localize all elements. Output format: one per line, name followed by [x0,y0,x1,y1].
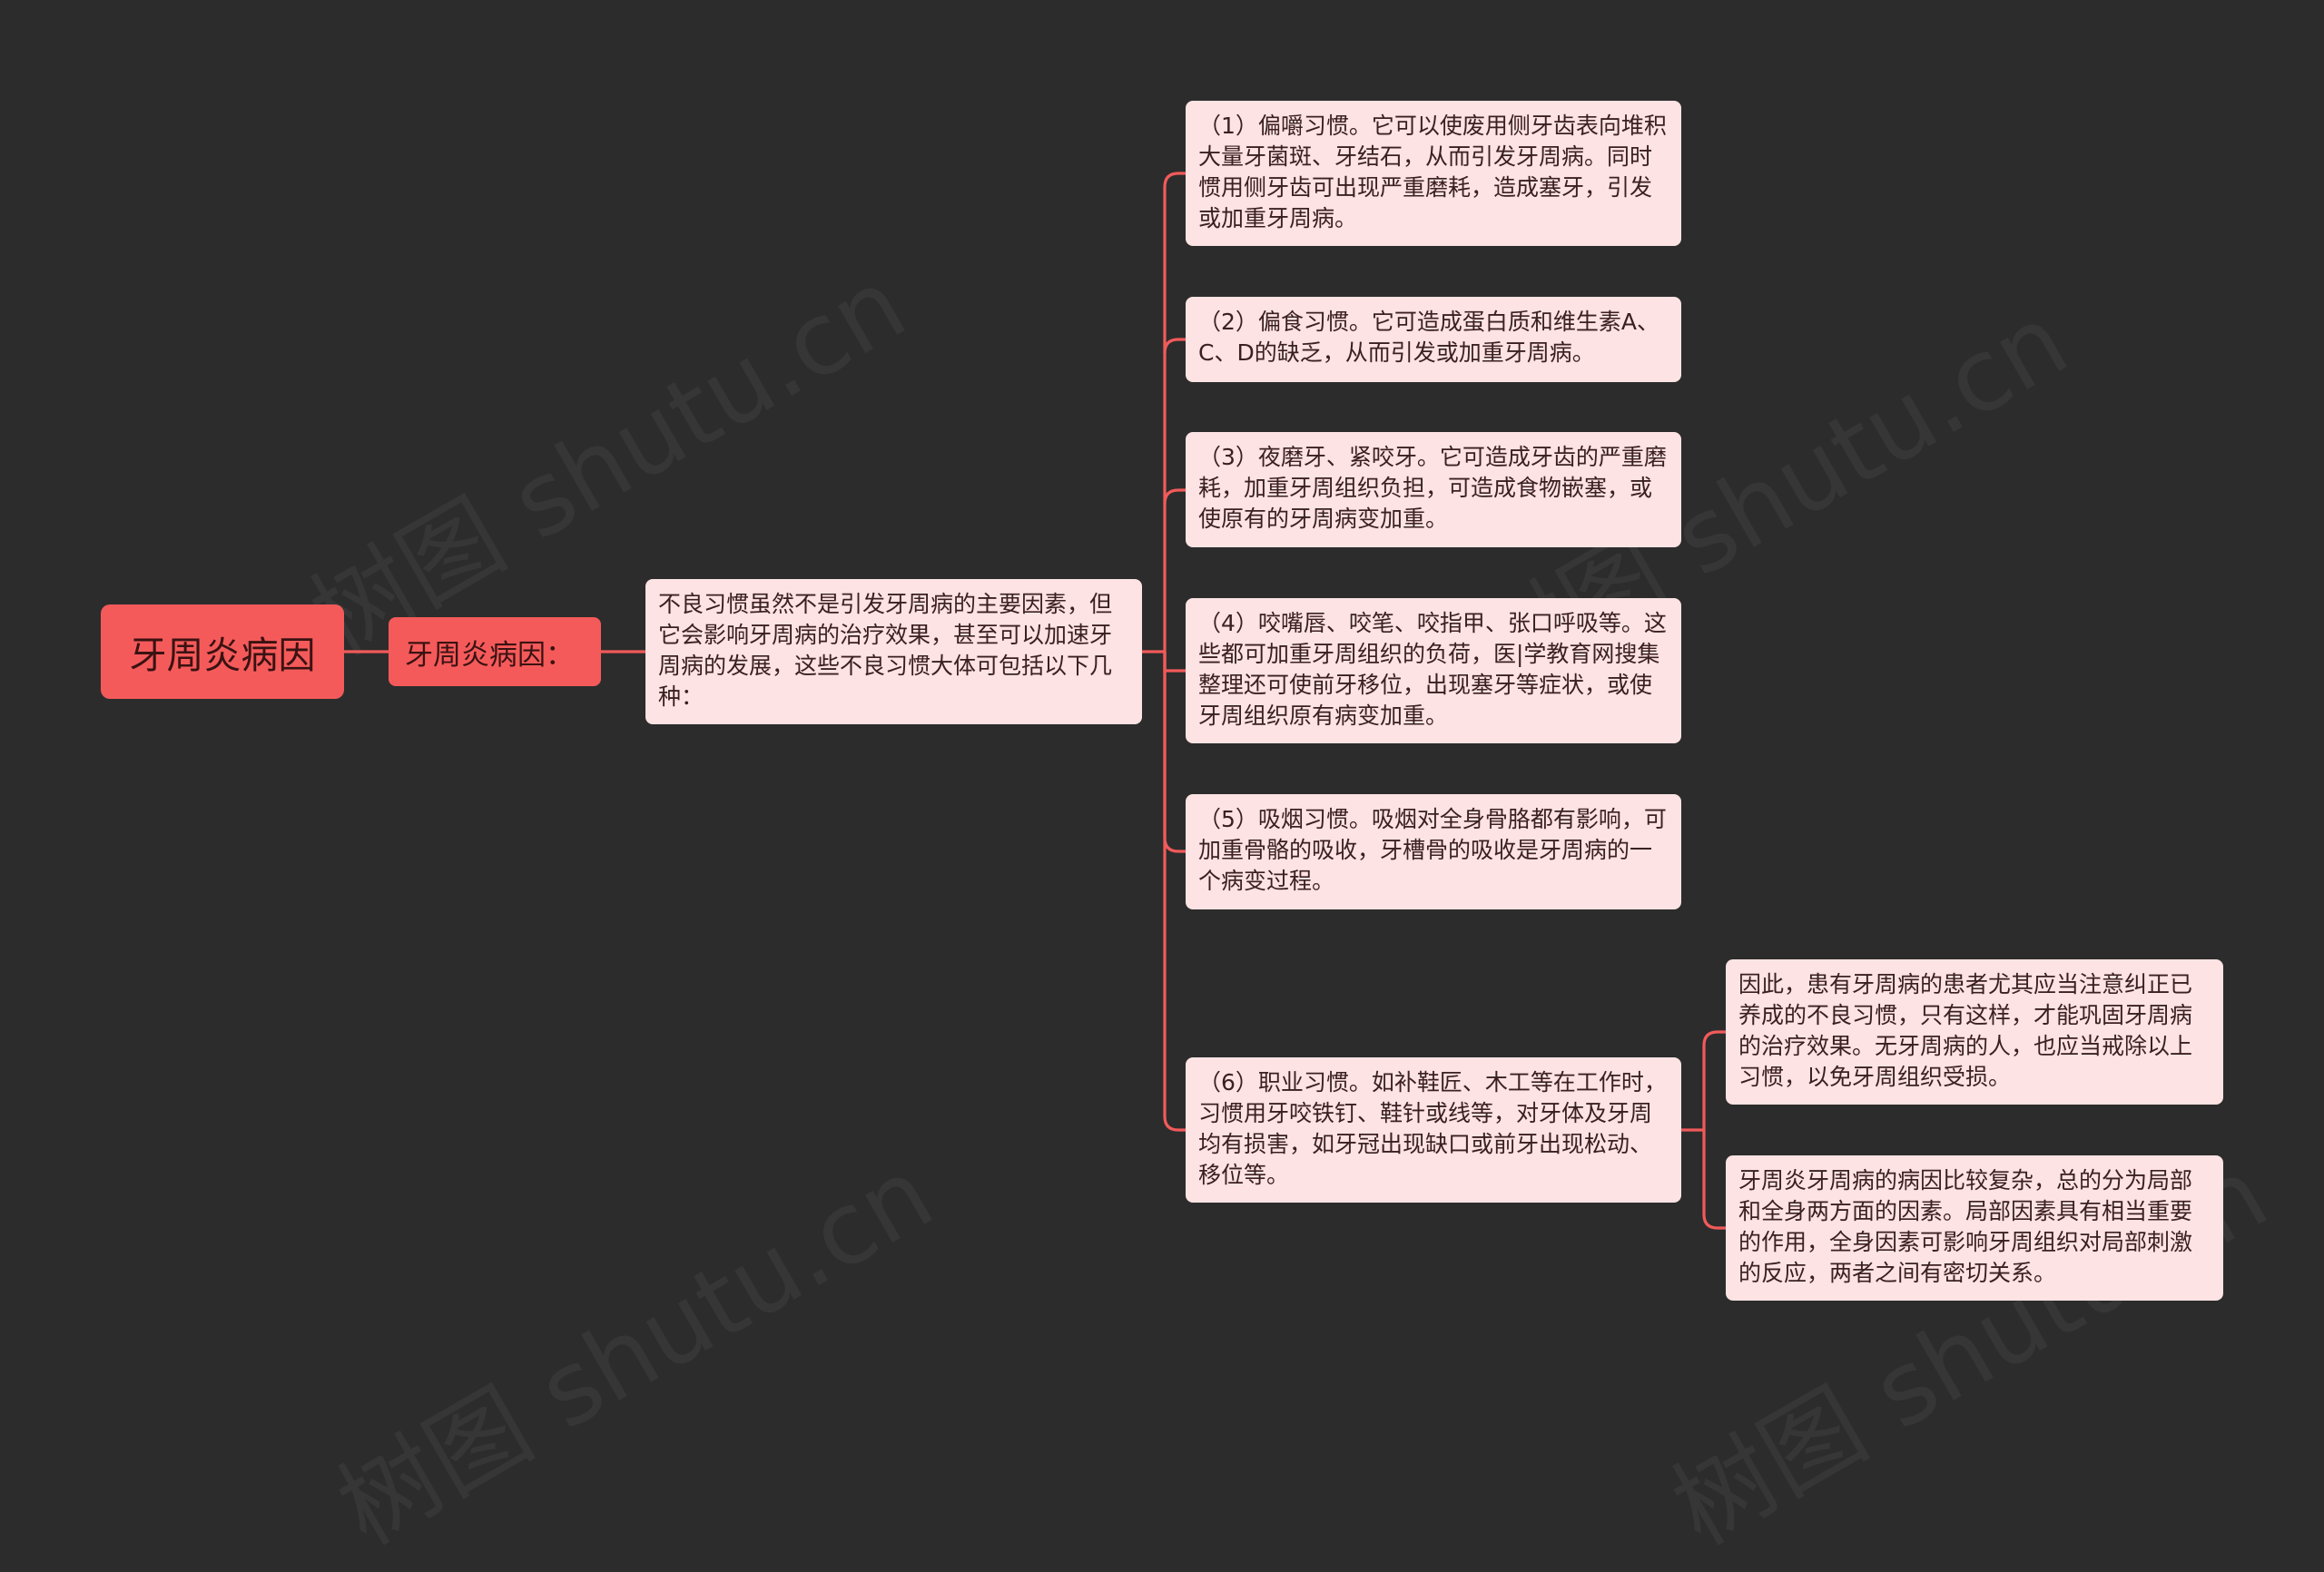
habit-node-6[interactable]: （6）职业习惯。如补鞋匠、木工等在工作时，习惯用牙咬铁钉、鞋针或线等，对牙体及牙… [1186,1057,1681,1203]
connector-habit6-to-conclusion-2 [1702,1130,1726,1230]
intro-node[interactable]: 不良习惯虽然不是引发牙周病的主要因素，但它会影响牙周病的治疗效果，甚至可以加速牙… [645,579,1142,724]
habit-node-3[interactable]: （3）夜磨牙、紧咬牙。它可造成牙齿的严重磨耗，加重牙周组织负担，可造成食物嵌塞，… [1186,432,1681,547]
habit-node-text: （6）职业习惯。如补鞋匠、木工等在工作时，习惯用牙咬铁钉、鞋针或线等，对牙体及牙… [1198,1069,1667,1188]
habit-node-4[interactable]: （4）咬嘴唇、咬笔、咬指甲、张口呼吸等。这些都可加重牙周组织的负荷，医|学教育网… [1186,598,1681,743]
connector-habit6-to-conclusion-1 [1681,1030,1726,1132]
connector-l2-to-habit-1 [1142,172,1186,653]
connector-l2-to-habit-2 [1163,338,1186,354]
habit-node-2[interactable]: （2）偏食习惯。它可造成蛋白质和维生素A、C、D的缺乏，从而引发或加重牙周病。 [1186,297,1681,382]
root-node[interactable]: 牙周炎病因 [101,604,344,699]
topic-node-label: 牙周炎病因： [405,638,574,672]
habit-node-5[interactable]: （5）吸烟习惯。吸烟对全身骨胳都有影响，可加重骨骼的吸收，牙槽骨的吸收是牙周病的… [1186,794,1681,909]
conclusion-node-2[interactable]: 牙周炎牙周病的病因比较复杂，总的分为局部和全身两方面的因素。局部因素具有相当重要… [1726,1155,2223,1301]
conclusion-node-1[interactable]: 因此，患有牙周病的患者尤其应当注意纠正已养成的不良习惯，只有这样，才能巩固牙周病… [1726,959,2223,1105]
connector-l2-to-habit-6 [1163,652,1186,1132]
connector-l2-to-habit-5 [1163,652,1186,853]
connector-lines [344,172,1726,1230]
conclusion-node-text: 因此，患有牙周病的患者尤其应当注意纠正已养成的不良习惯，只有这样，才能巩固牙周病… [1738,971,2193,1090]
connector-l2-to-habit-4 [1163,652,1186,673]
connector-l2-to-habit-3 [1163,488,1186,505]
mindmap-canvas: 树图 shutu.cn 树图 shutu.cn 树图 shutu.cn 树图 s… [101,101,2286,1567]
habit-node-text: （5）吸烟习惯。吸烟对全身骨胳都有影响，可加重骨骼的吸收，牙槽骨的吸收是牙周病的… [1198,806,1667,894]
conclusion-node-text: 牙周炎牙周病的病因比较复杂，总的分为局部和全身两方面的因素。局部因素具有相当重要… [1738,1167,2193,1286]
habit-node-1[interactable]: （1）偏嚼习惯。它可以使废用侧牙齿表向堆积大量牙菌斑、牙结石，从而引发牙周病。同… [1186,101,1681,246]
topic-node[interactable]: 牙周炎病因： [389,617,601,686]
intro-node-text: 不良习惯虽然不是引发牙周病的主要因素，但它会影响牙周病的治疗效果，甚至可以加速牙… [658,591,1113,710]
habit-node-text: （3）夜磨牙、紧咬牙。它可造成牙齿的严重磨耗，加重牙周组织负担，可造成食物嵌塞，… [1198,444,1667,532]
habit-node-text: （1）偏嚼习惯。它可以使废用侧牙齿表向堆积大量牙菌斑、牙结石，从而引发牙周病。同… [1198,113,1667,231]
habit-node-text: （2）偏食习惯。它可造成蛋白质和维生素A、C、D的缺乏，从而引发或加重牙周病。 [1198,309,1660,366]
habit-node-text: （4）咬嘴唇、咬笔、咬指甲、张口呼吸等。这些都可加重牙周组织的负荷，医|学教育网… [1198,610,1667,729]
root-node-label: 牙周炎病因 [129,634,316,677]
